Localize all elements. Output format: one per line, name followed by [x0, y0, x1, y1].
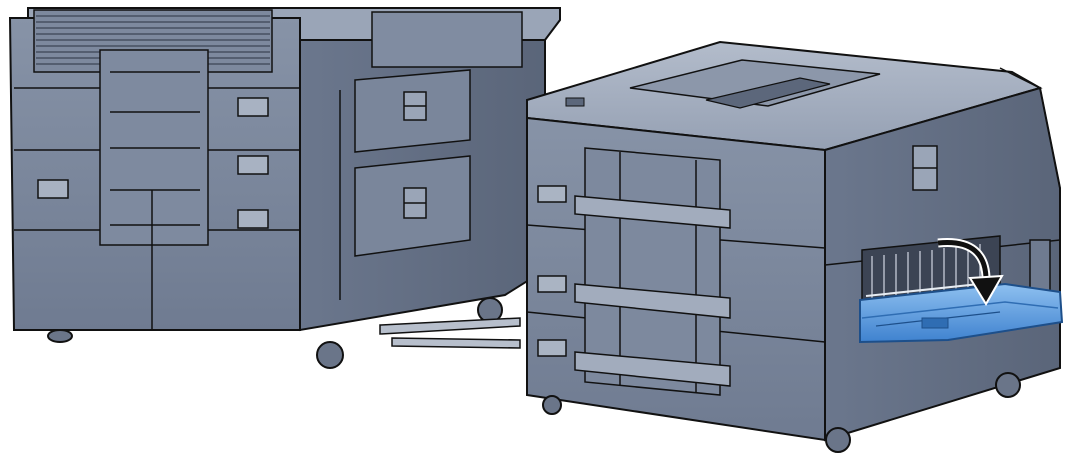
arrow-open-down-icon [937, 238, 1004, 306]
main-printer-unit [8, 7, 561, 369]
opened-jam-cover[interactable] [859, 282, 1064, 344]
large-capacity-feeder [526, 40, 1064, 453]
feeder-drawers [526, 147, 826, 396]
door-handle-icon [403, 91, 427, 219]
door-handle-icon [912, 145, 938, 191]
feeder-casters [542, 372, 1021, 453]
main-unit-casters [47, 297, 503, 369]
connector-rails [379, 317, 521, 349]
main-unit-drawers [14, 49, 300, 330]
